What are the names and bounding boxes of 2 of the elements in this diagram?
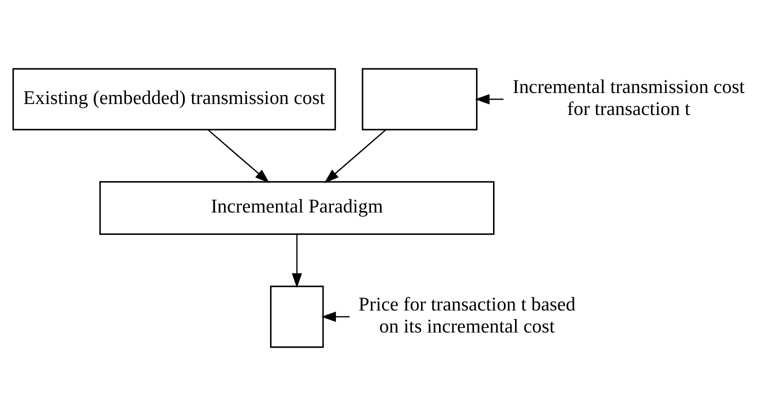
node-text: Price for transaction t based on its incremental cost: [358, 294, 576, 337]
node-text: Incremental transmission cost for transaction t: [512, 76, 745, 120]
